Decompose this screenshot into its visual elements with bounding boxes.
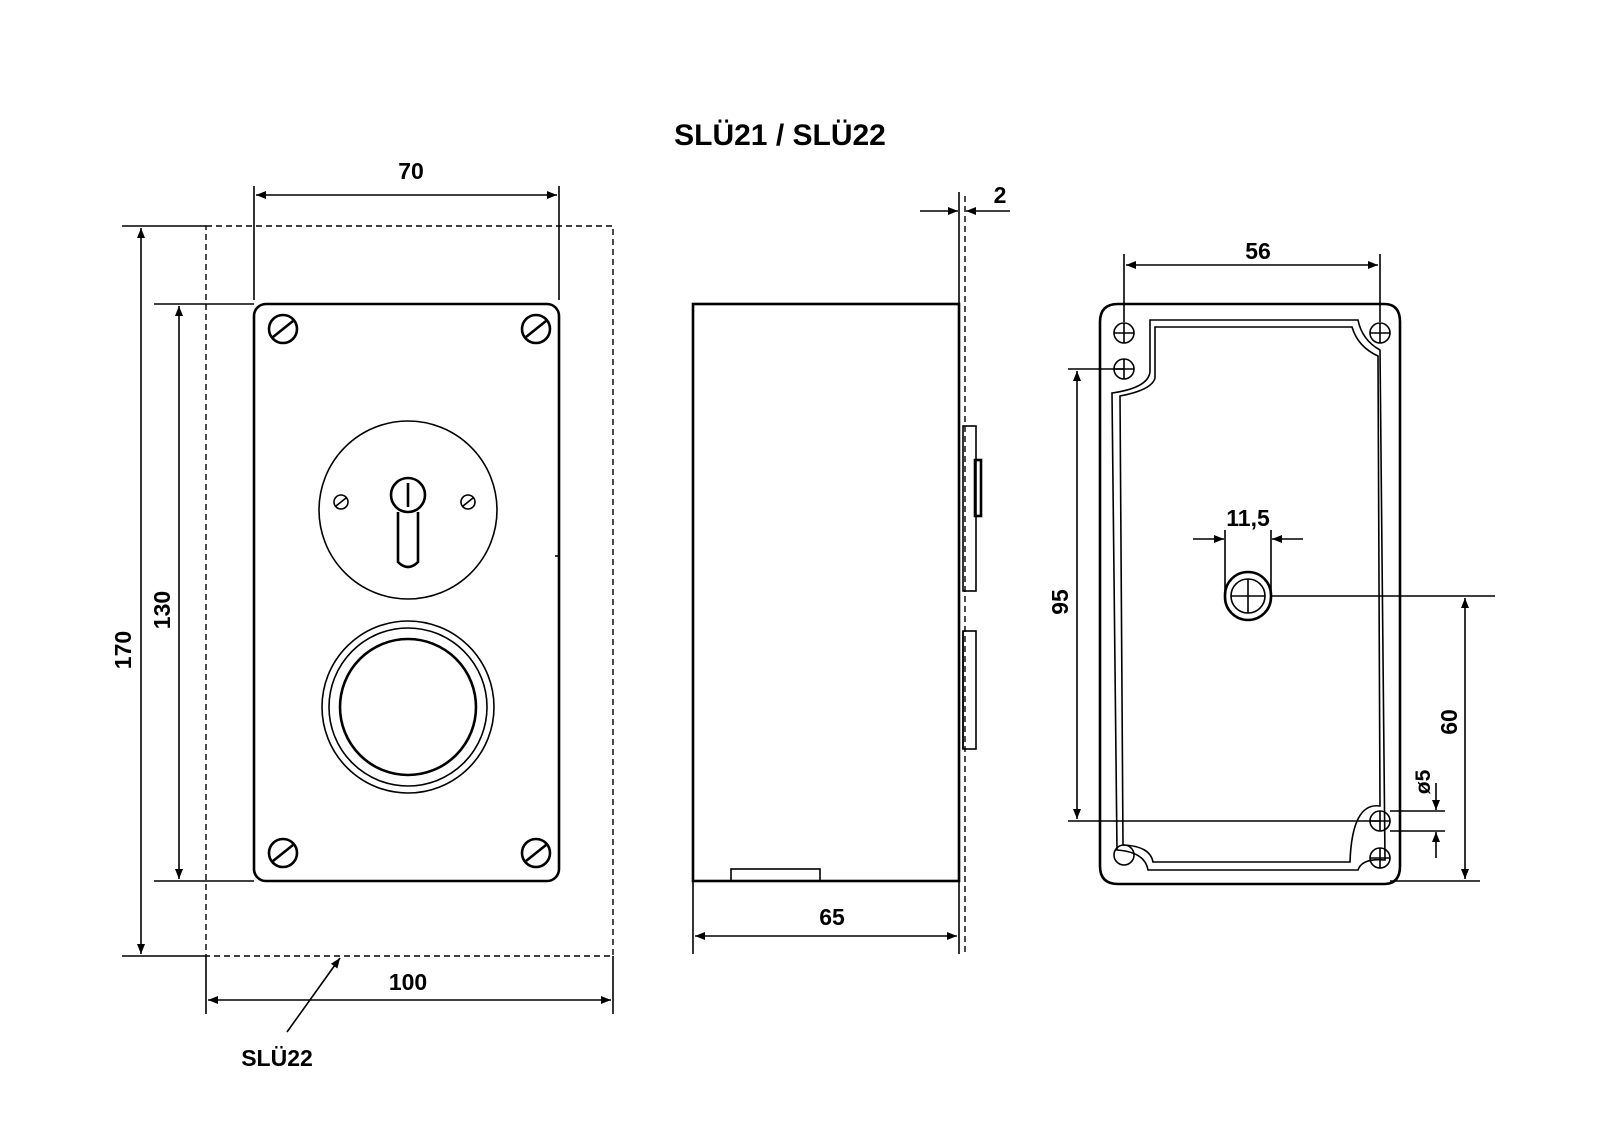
dim-entry-height-label: 60: [1436, 709, 1462, 735]
dim-hole-spacing-x: 56: [1123, 238, 1381, 322]
dim-hole-spacing-x-label: 56: [1245, 238, 1271, 264]
dim-height-plate: 130: [149, 303, 254, 882]
dim-width-outer-label: 100: [389, 969, 427, 995]
dim-hole-spacing-y-label: 95: [1047, 589, 1073, 615]
outer-frame-outline: [205, 225, 614, 957]
drawing-title: SLÜ21 / SLÜ22: [674, 119, 886, 152]
front-view: 70 170 130 100 SLÜ22: [110, 158, 614, 1071]
mounting-hole-bottom-right-2: [1369, 847, 1391, 869]
dim-width-outer: 100: [205, 956, 614, 1014]
dim-hole-diameter-label: ø5: [1412, 769, 1435, 794]
dim-entry-width: 11,5: [1193, 505, 1303, 592]
dim-height-outer-label: 170: [110, 631, 136, 669]
dim-hole-diameter: ø5: [1390, 769, 1445, 858]
screw-bottom-right: [520, 837, 552, 869]
key-switch: [318, 420, 498, 600]
screw-top-right: [520, 313, 552, 345]
side-body: [691, 302, 961, 883]
dim-depth: 65: [692, 881, 960, 954]
mounting-hole-top-left: [1113, 322, 1135, 344]
screw-top-left: [267, 313, 299, 345]
dim-entry-width-label: 11,5: [1226, 505, 1270, 531]
dim-flange: 2: [920, 182, 1010, 304]
variant-leader: SLÜ22: [241, 957, 341, 1071]
dim-width-plate: 70: [253, 158, 560, 300]
front-plate: [252, 302, 561, 883]
dim-height-plate-label: 130: [149, 591, 175, 629]
dim-height-outer: 170: [110, 225, 206, 957]
dim-depth-label: 65: [819, 904, 845, 930]
mounting-hole-bottom-left: [1113, 844, 1135, 866]
rear-view: 56 95 11,5 60 ø5: [1047, 238, 1495, 886]
dim-hole-spacing-y: 95: [1047, 368, 1380, 822]
mounting-hole-top-right: [1369, 322, 1391, 344]
dim-entry-height: 60: [1390, 598, 1480, 882]
cable-entry: [1223, 570, 1495, 622]
variant-label: SLÜ22: [241, 1045, 313, 1071]
screw-bottom-left: [267, 837, 299, 869]
rear-housing-outline: [1098, 302, 1402, 886]
dim-width-plate-label: 70: [398, 158, 424, 184]
side-view: 2 65: [691, 182, 1010, 956]
dim-flange-label: 2: [994, 182, 1007, 208]
push-button: [321, 620, 495, 794]
